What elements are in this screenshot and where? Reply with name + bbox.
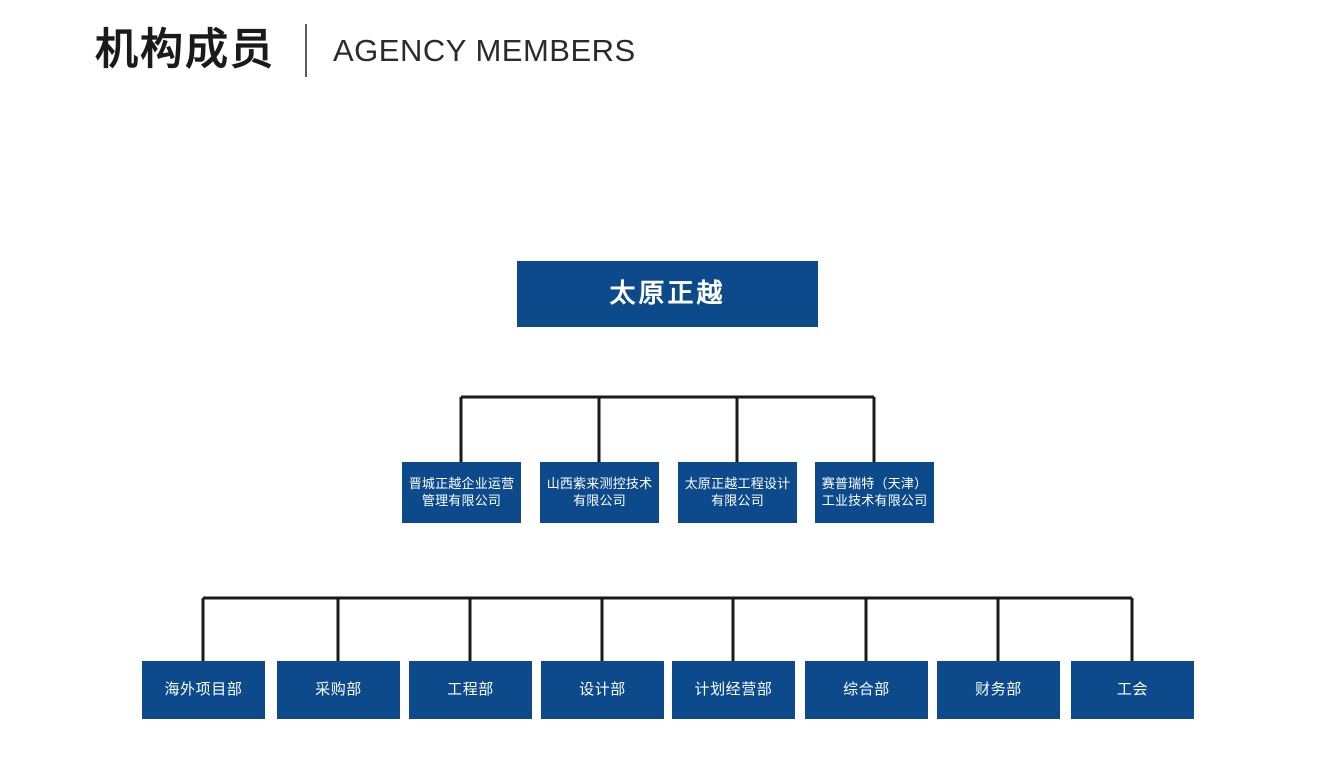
org-node-department-4[interactable]: 设计部 bbox=[541, 661, 664, 719]
org-node-department-1[interactable]: 海外项目部 bbox=[142, 661, 265, 719]
org-node-subsidiary-4[interactable]: 赛普瑞特（天津）工业技术有限公司 bbox=[815, 462, 934, 523]
org-node-department-8[interactable]: 工会 bbox=[1071, 661, 1194, 719]
org-node-root[interactable]: 太原正越 bbox=[517, 261, 818, 327]
org-node-subsidiary-3[interactable]: 太原正越工程设计有限公司 bbox=[678, 462, 797, 523]
page-title-chinese: 机构成员 bbox=[95, 25, 275, 74]
vertical-divider-icon bbox=[305, 23, 307, 77]
page-header: 机构成员 AGENCY MEMBERS bbox=[95, 14, 636, 86]
org-node-subsidiary-1[interactable]: 晋城正越企业运营管理有限公司 bbox=[402, 462, 521, 523]
page-title-english: AGENCY MEMBERS bbox=[333, 32, 636, 68]
org-node-department-6[interactable]: 综合部 bbox=[805, 661, 928, 719]
org-node-subsidiary-2[interactable]: 山西紫来测控技术有限公司 bbox=[540, 462, 659, 523]
org-node-department-3[interactable]: 工程部 bbox=[409, 661, 532, 719]
org-node-department-2[interactable]: 采购部 bbox=[277, 661, 400, 719]
org-node-department-7[interactable]: 财务部 bbox=[937, 661, 1060, 719]
org-node-department-5[interactable]: 计划经营部 bbox=[672, 661, 795, 719]
